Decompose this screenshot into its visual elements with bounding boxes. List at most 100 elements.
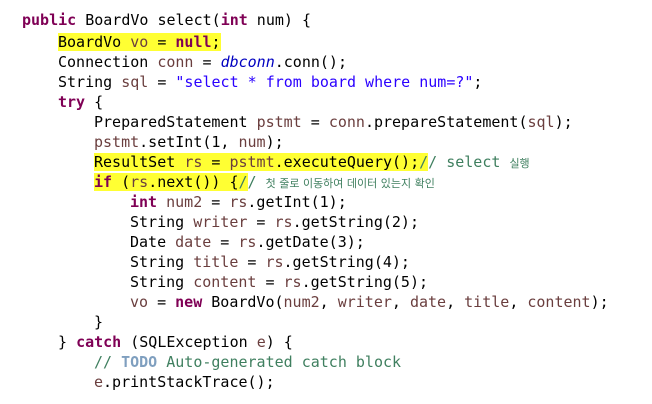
code-token: conn: [328, 113, 365, 131]
code-token: ,: [391, 293, 410, 311]
code-token: rs: [265, 253, 284, 271]
code-token: ,: [319, 293, 338, 311]
code-token: BoardVo select(: [76, 11, 221, 29]
code-token: (SQLException: [121, 333, 257, 351]
code-token: ) {: [265, 333, 293, 351]
code-token: .conn();: [274, 53, 347, 71]
code-token: writer: [337, 293, 392, 311]
code-token: TODO: [121, 353, 158, 371]
code-token: .getInt(1);: [247, 193, 347, 211]
code-token: rs: [283, 273, 302, 291]
code-token: rs: [274, 213, 293, 231]
code-token: pstmt: [256, 113, 302, 131]
code-token: catch: [76, 333, 122, 351]
code-token: 첫 줄로 이동하여 데이터 있는지 확인: [265, 177, 435, 190]
code-line-19: e.printStackTrace();: [94, 372, 275, 392]
code-line-4: String sql = "select * from board where …: [58, 72, 482, 92]
code-token: "select * from board where num=?": [175, 73, 474, 91]
code-token: (: [112, 173, 131, 191]
code-line-16: }: [94, 312, 103, 332]
code-token: =: [301, 113, 329, 131]
code-line-8: ResultSet rs = pstmt.executeQuery();// s…: [94, 152, 530, 172]
code-token: 실행: [509, 157, 530, 170]
code-token: Connection: [58, 53, 158, 71]
code-token: pstmt: [229, 153, 275, 171]
code-token: date: [409, 293, 447, 311]
code-token: .executeQuery();: [274, 153, 420, 171]
code-token: vo: [130, 33, 149, 51]
code-token: .getString(4);: [283, 253, 410, 271]
code-token: String: [58, 73, 122, 91]
code-token: [157, 193, 166, 211]
code-token: int: [220, 11, 248, 29]
code-token: / select: [428, 153, 510, 171]
code-line-10: int num2 = rs.getInt(1);: [130, 192, 347, 212]
code-token: .setInt(1,: [139, 133, 239, 151]
code-token: =: [211, 233, 239, 251]
code-token: content: [193, 273, 257, 291]
code-token: rs: [238, 233, 257, 251]
code-token: ;: [473, 73, 483, 91]
code-token: .getString(5);: [301, 273, 429, 291]
code-token: =: [202, 193, 230, 211]
code-token: .getString(2);: [292, 213, 419, 231]
code-token: rs: [229, 193, 248, 211]
code-token: /: [247, 173, 266, 191]
code-line-2: BoardVo vo = null;: [58, 32, 221, 52]
code-token: BoardVo: [58, 33, 131, 51]
code-token: sql: [121, 73, 149, 91]
code-token: /: [238, 173, 248, 191]
code-line-14: String content = rs.getString(5);: [130, 272, 428, 292]
code-token: public: [22, 11, 77, 29]
code-token: }: [94, 313, 104, 331]
code-token: ,: [446, 293, 465, 311]
code-token: =: [247, 213, 275, 231]
code-token: e: [256, 333, 266, 351]
code-line-13: String title = rs.getString(4);: [130, 252, 410, 272]
code-token: =: [148, 293, 176, 311]
code-line-7: pstmt.setInt(1, num);: [94, 132, 284, 152]
code-token: BoardVo(: [202, 293, 284, 311]
code-token: =: [148, 73, 176, 91]
code-token: .prepareStatement(: [364, 113, 528, 131]
code-line-6: PreparedStatement pstmt = conn.prepareSt…: [94, 112, 573, 132]
code-token: sql: [527, 113, 555, 131]
code-token: pstmt: [94, 133, 140, 151]
code-token: =: [148, 33, 176, 51]
code-line-18: // TODO Auto-generated catch block: [94, 352, 401, 372]
code-token: e: [94, 373, 104, 391]
code-token: String: [130, 273, 194, 291]
code-token: String: [130, 213, 194, 231]
code-line-9: if (rs.next()) {// 첫 줄로 이동하여 데이터 있는지 확인: [94, 172, 435, 192]
code-token: ;: [211, 33, 221, 51]
code-token: }: [58, 333, 77, 351]
code-line-3: Connection conn = dbconn.conn();: [58, 52, 347, 72]
code-token: Date: [130, 233, 176, 251]
code-token: Auto-generated catch block: [157, 353, 402, 371]
code-token: title: [464, 293, 510, 311]
code-token: if: [94, 173, 113, 191]
code-token: String: [130, 253, 194, 271]
code-token: title: [193, 253, 239, 271]
code-token: );: [554, 113, 573, 131]
code-token: =: [202, 153, 230, 171]
code-token: .next()) {: [148, 173, 239, 191]
code-token: .printStackTrace();: [103, 373, 275, 391]
code-token: null: [175, 33, 212, 51]
code-token: num2: [283, 293, 320, 311]
code-token: date: [175, 233, 212, 251]
code-token: content: [527, 293, 591, 311]
code-token: /: [419, 153, 429, 171]
code-line-11: String writer = rs.getString(2);: [130, 212, 419, 232]
code-token: try: [58, 93, 86, 111]
code-token: int: [130, 193, 158, 211]
code-line-17: } catch (SQLException e) {: [58, 332, 293, 352]
code-token: );: [265, 133, 284, 151]
code-token: =: [238, 253, 266, 271]
code-line-1: public BoardVo select(int num) {: [22, 10, 311, 30]
code-token: vo: [130, 293, 149, 311]
code-token: num2: [166, 193, 203, 211]
code-token: );: [590, 293, 609, 311]
code-line-12: Date date = rs.getDate(3);: [130, 232, 365, 252]
